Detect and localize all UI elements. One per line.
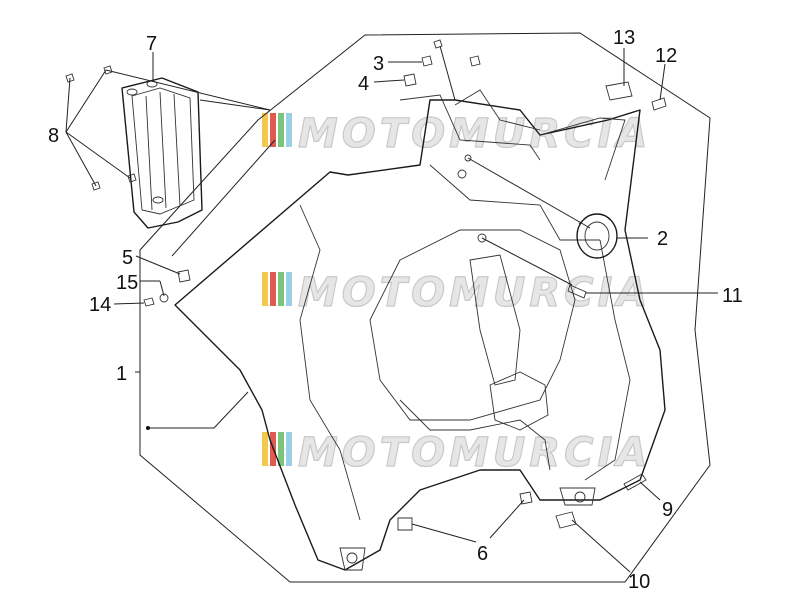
callout-9: 9 (662, 499, 673, 521)
callout-13: 13 (613, 27, 635, 49)
callout-8: 8 (48, 125, 59, 147)
watermark-bottom: MOTOMURCIA (262, 429, 651, 477)
callout-2: 2 (657, 228, 668, 250)
assembly-boundary (139, 32, 711, 583)
callout-7: 7 (146, 33, 157, 55)
callout-3: 3 (373, 53, 384, 75)
watermark-text: MOTOMURCIA (298, 430, 651, 476)
watermark-text: MOTOMURCIA (298, 111, 651, 157)
callout-10: 10 (628, 571, 650, 593)
part-2-ring-cap (576, 213, 618, 259)
callout-1: 1 (116, 363, 127, 385)
leader-lines (65, 45, 718, 573)
part-7-bracket (121, 77, 203, 229)
callout-labels: 7 8 3 4 13 12 2 11 5 15 14 1 9 6 10 (48, 27, 743, 593)
callout-4: 4 (358, 73, 369, 95)
callout-11: 11 (722, 285, 743, 307)
watermark-top: MOTOMURCIA (262, 110, 651, 158)
callout-5: 5 (122, 247, 133, 269)
callout-6: 6 (477, 543, 488, 565)
part-1-inner-cover (174, 89, 666, 571)
callout-14: 14 (89, 294, 111, 316)
leader-dot (146, 426, 150, 430)
callout-12: 12 (655, 45, 677, 67)
callout-15: 15 (116, 272, 138, 294)
